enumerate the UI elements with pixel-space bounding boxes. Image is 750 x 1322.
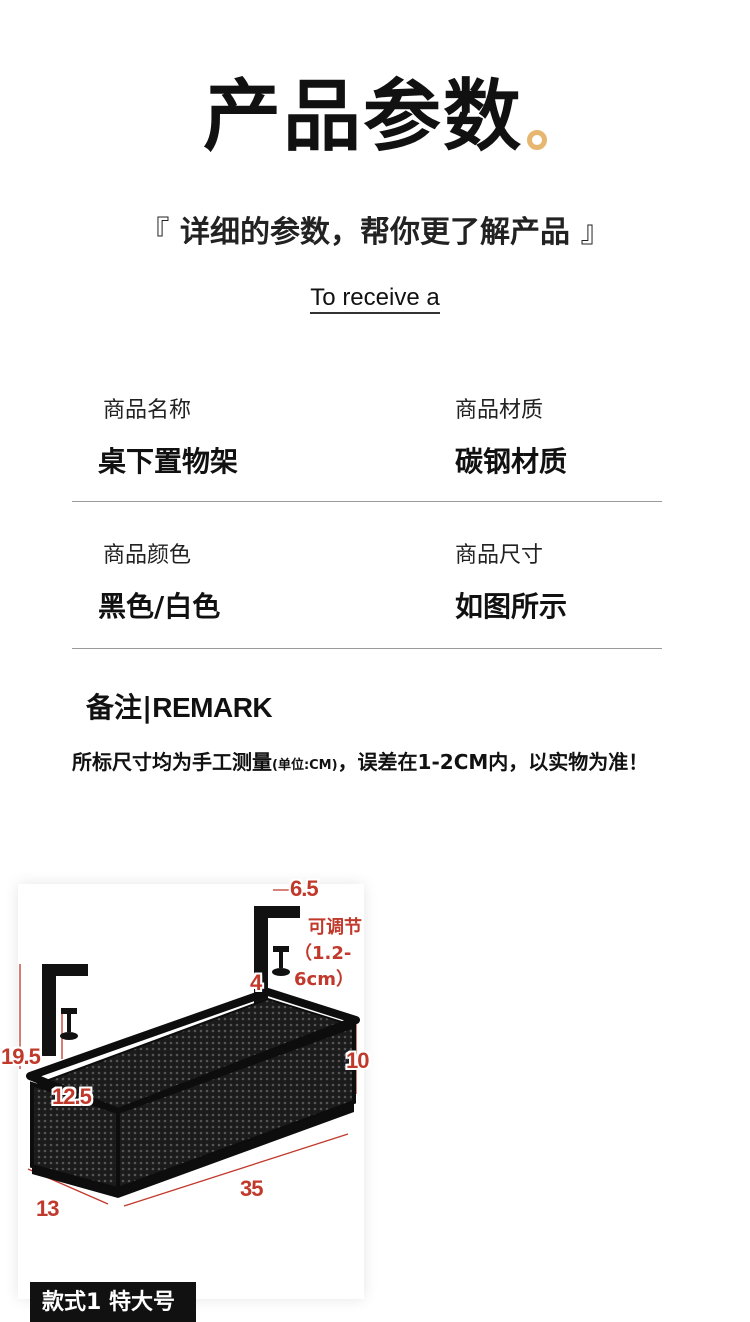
english-caption: To receive a (0, 284, 750, 314)
clamp-hooks (42, 906, 300, 1056)
remark-text: 所标尺寸均为手工测量(单位:CM)，误差在1-2CM内，以实物为准！ (72, 746, 648, 775)
accent-dot-icon (527, 130, 547, 150)
dimension-label-length: 35 (240, 1176, 264, 1201)
dimension-label-clamp: 4 (250, 970, 262, 995)
english-caption-text: To receive a (310, 284, 440, 314)
remark-separator: | (142, 691, 153, 724)
bracket-open: 『 (139, 215, 170, 250)
subtitle: 『 详细的参数，帮你更了解产品 』 (0, 207, 750, 251)
divider (72, 648, 662, 649)
remark-heading: 备注|REMARK (86, 686, 273, 726)
dimension-label-height: 19.5 (1, 1044, 41, 1069)
param-value-material: 碳钢材质 (455, 445, 568, 478)
remark-heading-cn: 备注 (86, 691, 143, 724)
remark-text-tail: ，误差在1-2CM内，以实物为准！ (337, 750, 649, 774)
param-value-name: 桌下置物架 (98, 445, 239, 478)
param-label-color: 商品颜色 (103, 543, 192, 568)
page-title: 产品参数 (202, 72, 523, 162)
product-image-card: 6.5 可调节 （1.2-6cm） 4 19.5 12.5 10 13 35 (1, 876, 370, 1299)
style-label: 款式1 特大号 (30, 1282, 196, 1322)
adjustable-range: （1.2-6cm） (294, 943, 354, 990)
divider (72, 501, 662, 502)
dimension-label-inner-height: 12.5 (52, 1084, 92, 1109)
param-label-name: 商品名称 (103, 398, 192, 423)
dimension-label-side: 10 (346, 1048, 370, 1073)
dimension-label-top-hook: 6.5 (290, 876, 319, 901)
subtitle-text: 详细的参数，帮你更了解产品 (180, 215, 570, 250)
remark-heading-en: REMARK (152, 692, 273, 723)
param-label-size: 商品尺寸 (455, 543, 544, 568)
param-label-material: 商品材质 (455, 398, 544, 423)
remark-text-main: 所标尺寸均为手工测量 (72, 750, 272, 774)
bracket-close: 』 (580, 215, 611, 250)
title-block: 产品参数 (0, 78, 750, 156)
remark-text-unit: (单位:CM) (272, 758, 338, 773)
param-value-size: 如图所示 (455, 590, 568, 623)
dimension-label-depth: 13 (36, 1196, 60, 1221)
shelf-illustration (19, 889, 360, 1207)
adjustable-label: 可调节 (308, 917, 362, 938)
param-value-color: 黑色/白色 (98, 590, 221, 623)
